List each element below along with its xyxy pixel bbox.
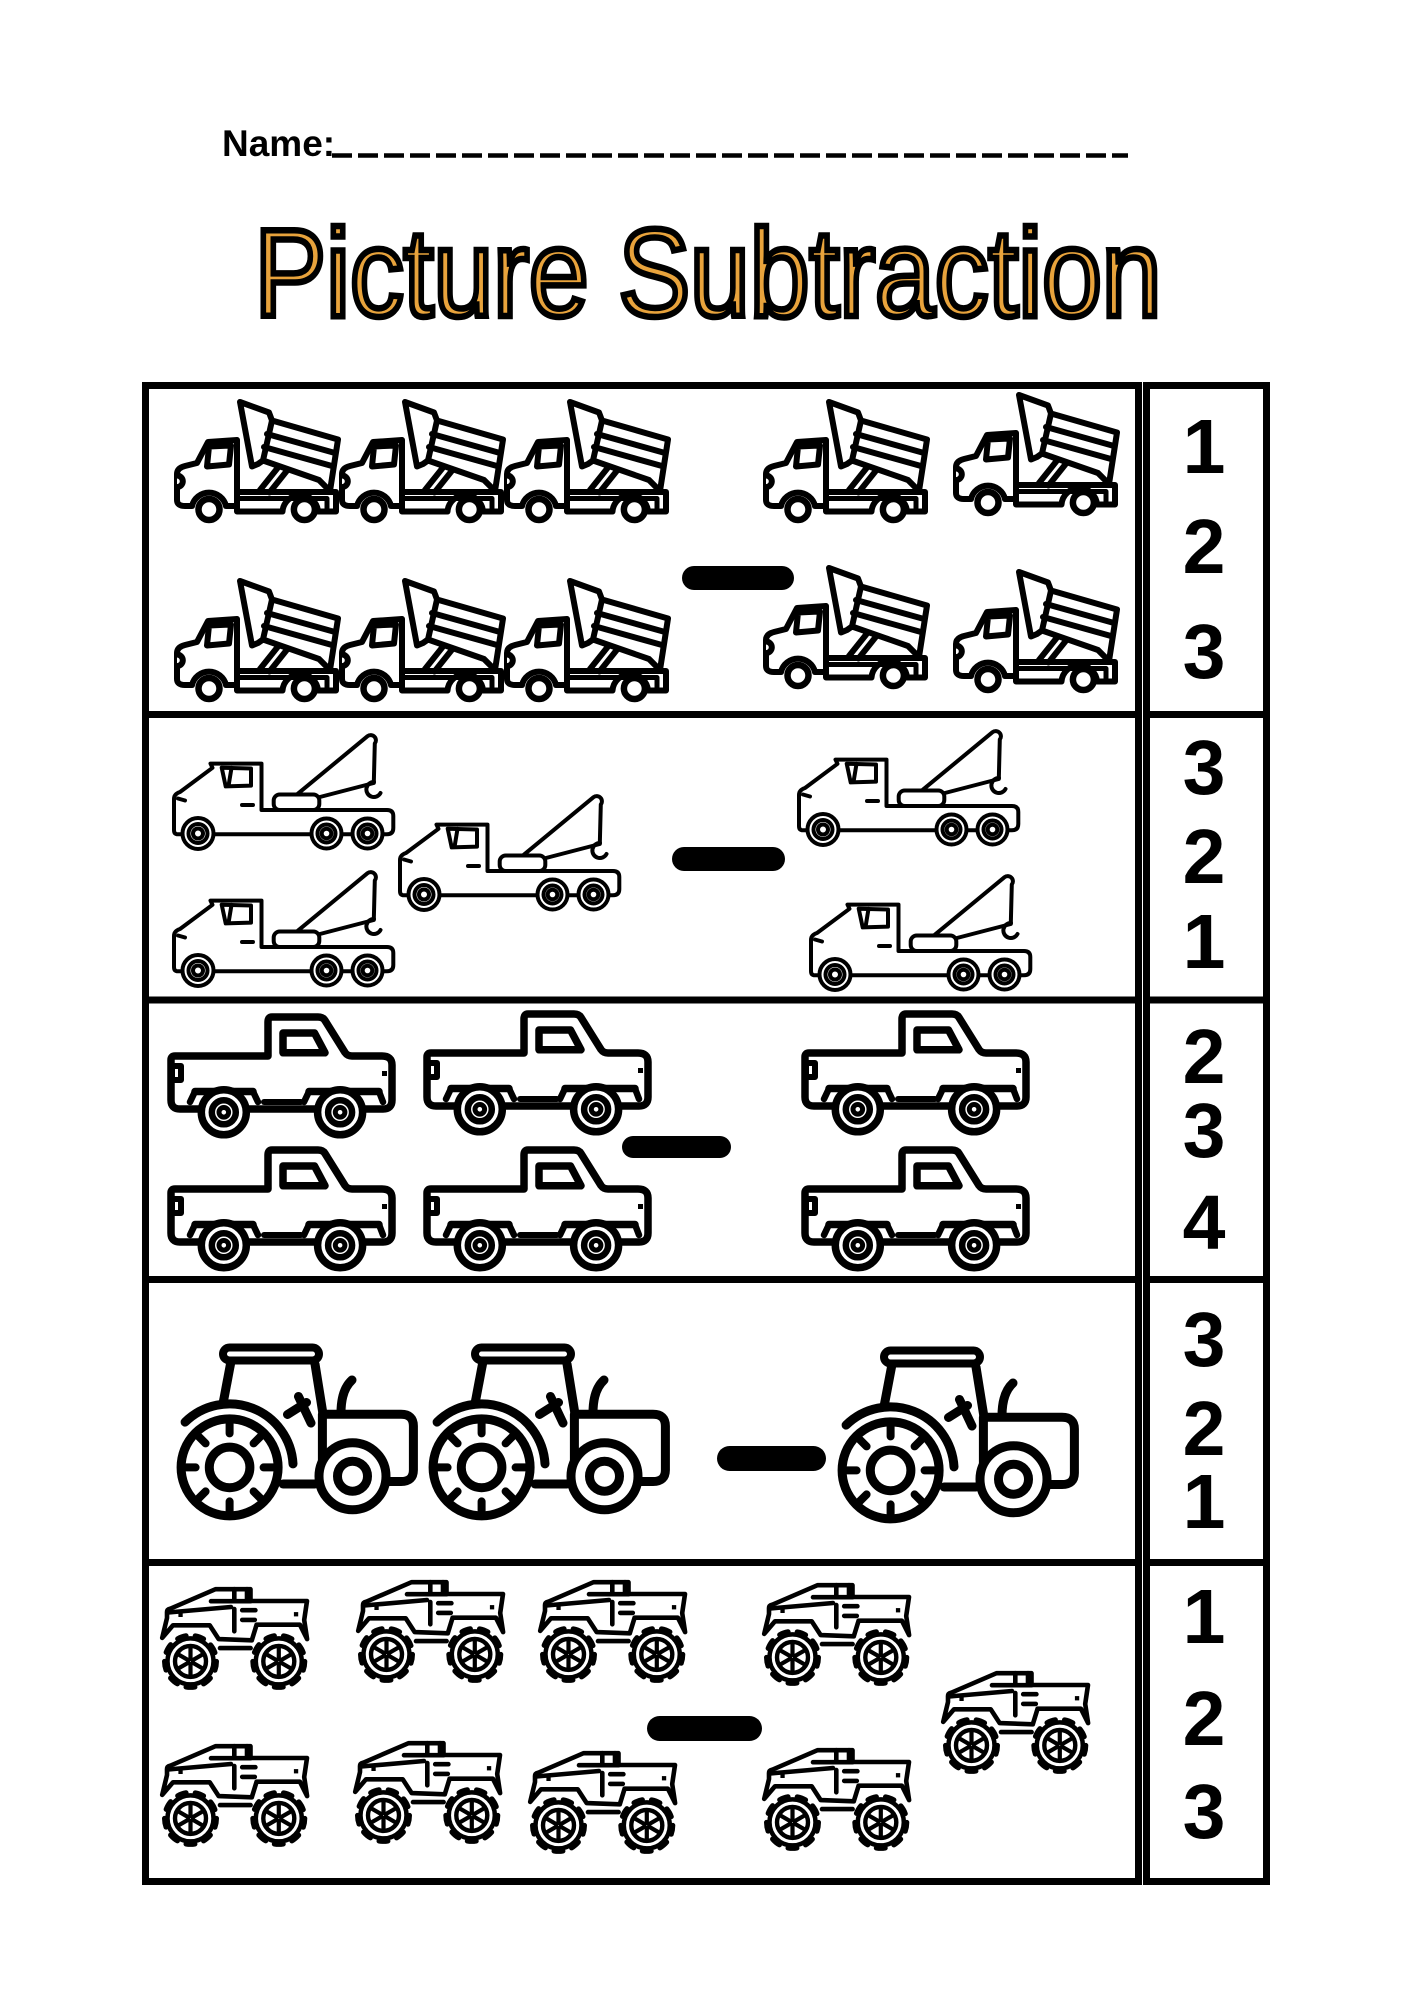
svg-text:3: 3 xyxy=(1183,1088,1226,1174)
svg-text:2: 2 xyxy=(1183,1676,1226,1762)
svg-text:2: 2 xyxy=(1183,1014,1226,1100)
svg-text:1: 1 xyxy=(1183,899,1226,985)
svg-text:3: 3 xyxy=(1183,725,1226,811)
svg-text:1: 1 xyxy=(1183,1459,1226,1545)
svg-text:2: 2 xyxy=(1183,814,1226,900)
svg-text:3: 3 xyxy=(1183,609,1226,695)
svg-text:1: 1 xyxy=(1183,404,1226,490)
svg-text:4: 4 xyxy=(1183,1180,1226,1266)
svg-text:3: 3 xyxy=(1183,1297,1226,1383)
svg-text:Picture Subtraction: Picture Subtraction xyxy=(255,205,1162,343)
svg-text:Name:: Name: xyxy=(222,123,335,164)
svg-text:2: 2 xyxy=(1183,504,1226,590)
svg-text:3: 3 xyxy=(1183,1769,1226,1855)
svg-text:2: 2 xyxy=(1183,1386,1226,1472)
svg-text:1: 1 xyxy=(1183,1574,1226,1660)
